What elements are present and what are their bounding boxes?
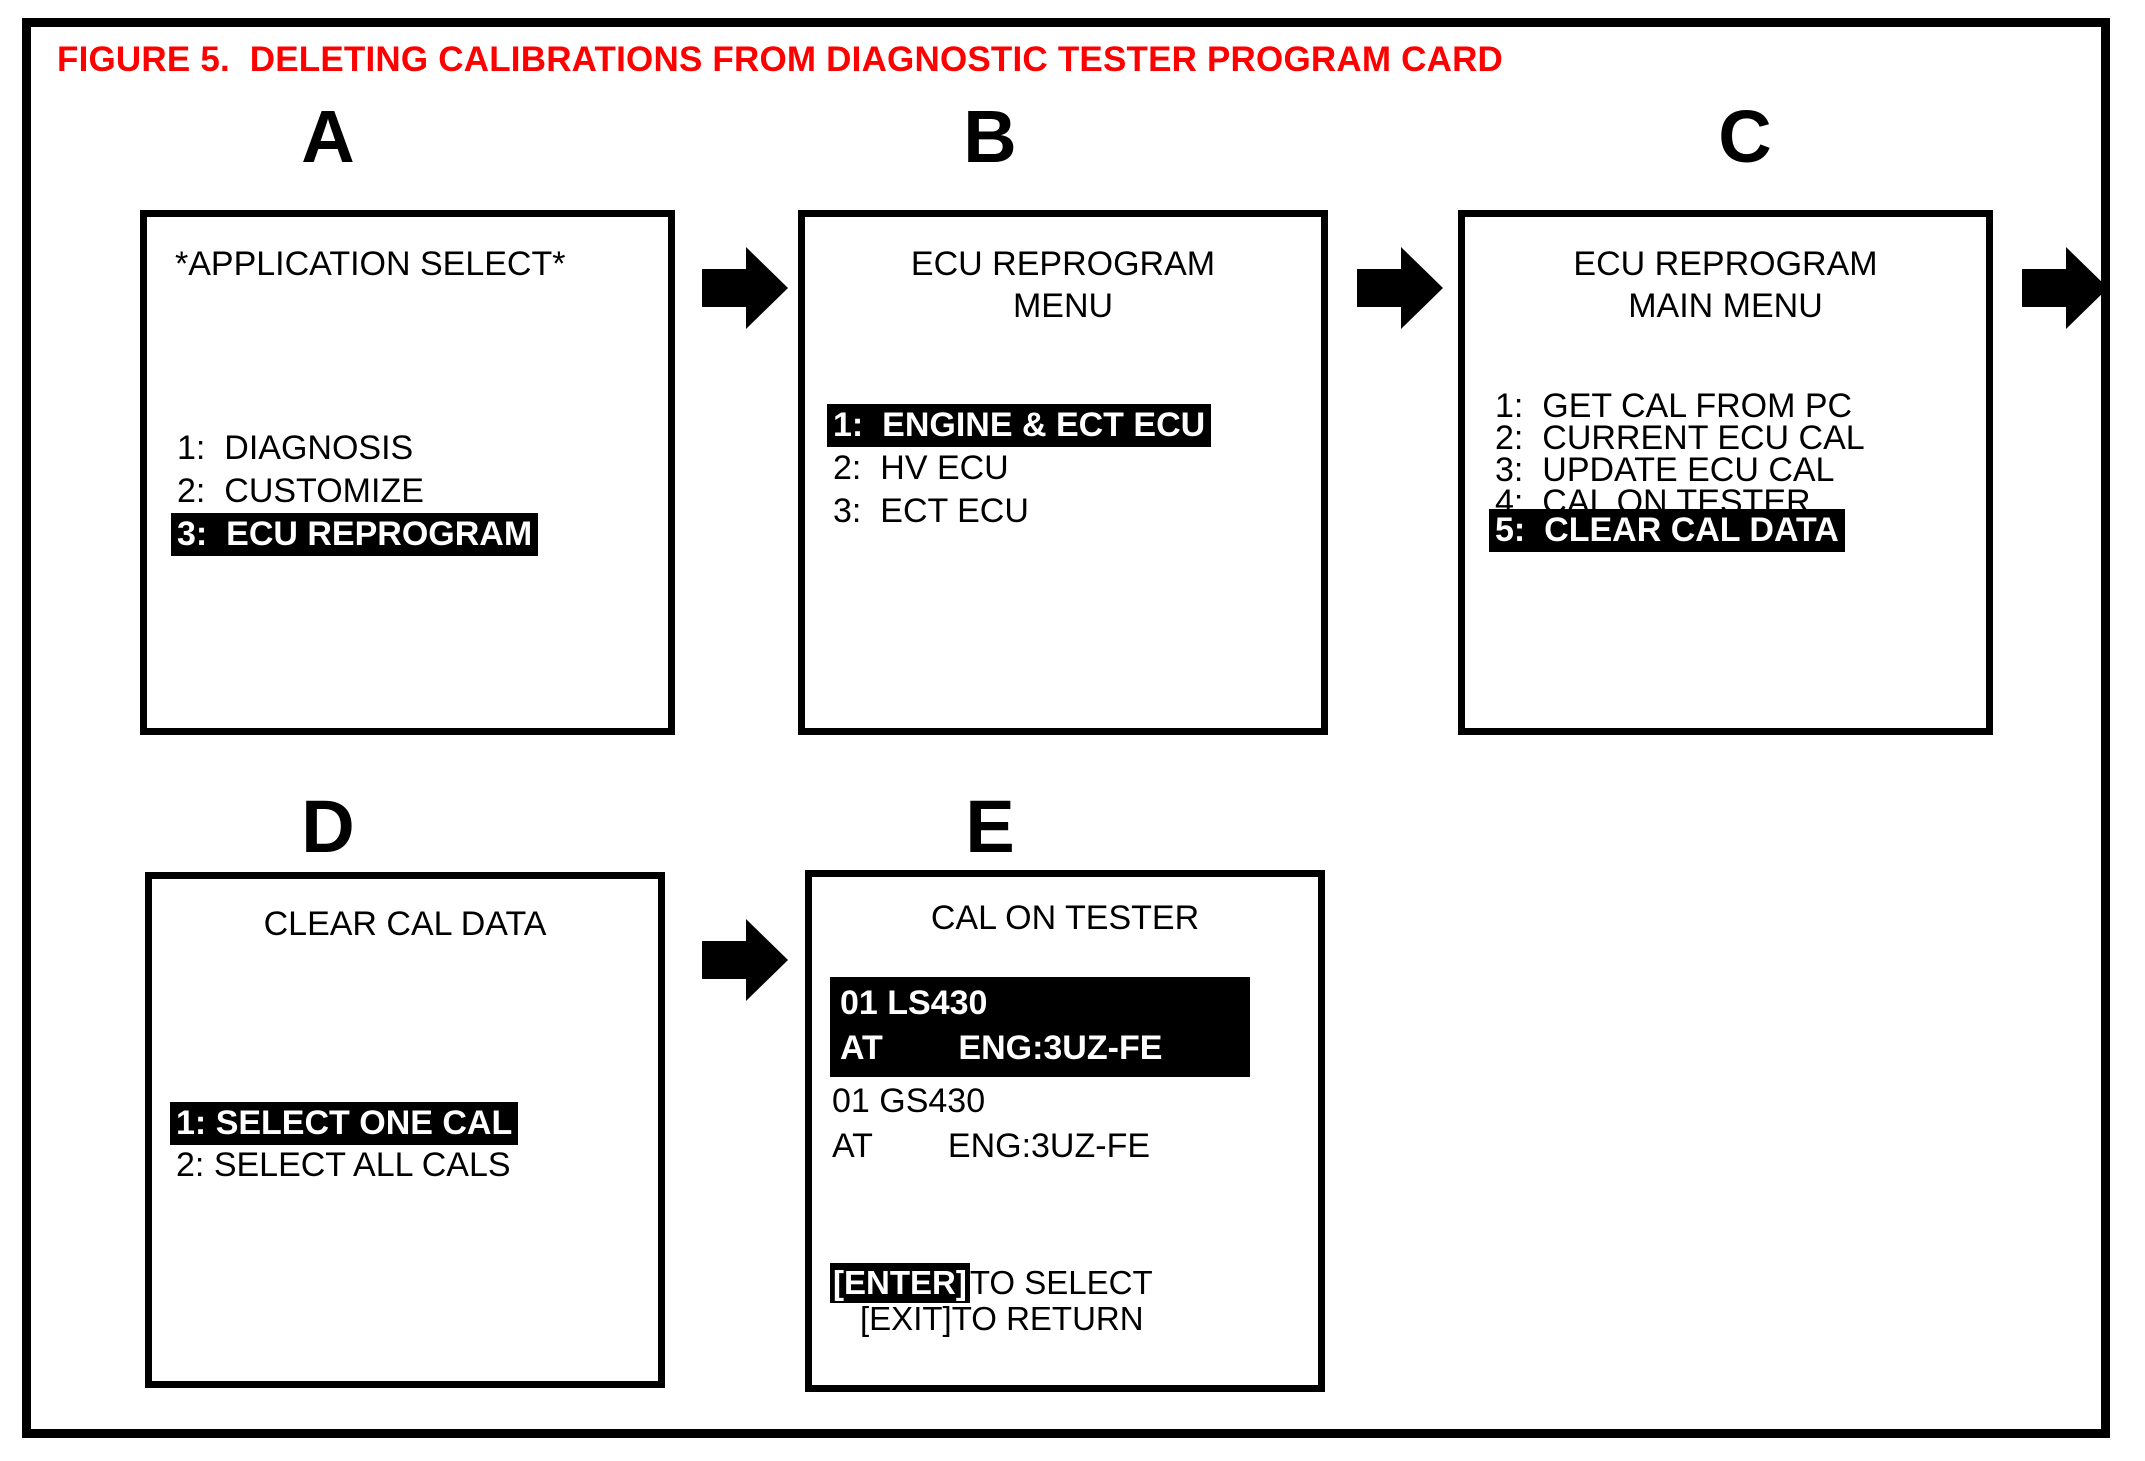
panel-b-item-2-spacer [861,449,880,487]
panel-b-item-3[interactable]: 3: ECT ECU [833,492,1029,530]
panel-c-title-line1: ECU REPROGRAM [1573,245,1878,283]
panel-e-cal-entry-1[interactable]: 01 LS430 AT ENG:3UZ-FE [830,977,1250,1077]
panel-a-item-2[interactable]: 2: CUSTOMIZE [177,472,424,510]
panel-d-item-2-label: SELECT ALL CALS [213,1146,511,1184]
panel-e-cal-entry-1-line1: 01 LS430 [840,984,988,1022]
arrow-b-to-c [1355,243,1445,333]
panel-c-item-1-index: 1: [1495,387,1524,425]
panel-c-title-line2: MAIN MENU [1628,287,1823,325]
panel-b-title-line2: MENU [1012,287,1114,325]
panel-e-title: CAL ON TESTER [930,899,1200,937]
panel-e-cal-entry-2-line2: AT ENG:3UZ-FE [832,1124,1252,1169]
panel-e-cal-entry-1-engine: ENG:3UZ-FE [958,1029,1163,1067]
panel-e-cal-entry-2-gap [872,1127,948,1165]
panel-a-item-1-label: DIAGNOSIS [224,429,414,467]
panel-c-item-2-index: 2: [1495,419,1524,457]
panel-e-cal-entry-2-trans: AT [832,1127,873,1165]
panel-c-item-2-label: CURRENT ECU CAL [1542,419,1865,457]
panel-letter-a: A [301,95,355,178]
panel-e-cal-entry-1-gap [883,1029,959,1067]
panel-a-item-1-index: 1: [177,429,206,467]
panel-b-item-1[interactable]: 1: ENGINE & ECT ECU [827,404,1212,447]
panel-c-item-3-index: 3: [1495,451,1524,489]
panel-e-cal-entry-2-line1: 01 GS430 [832,1082,986,1120]
enter-key-chip[interactable]: [ENTER] [830,1263,970,1303]
panel-c-item-5[interactable]: 5: CLEAR CAL DATA [1489,509,1845,552]
exit-key-chip[interactable]: [EXIT] [860,1300,952,1337]
panel-c-item-1-label: GET CAL FROM PC [1542,387,1853,425]
panel-letter-b: B [963,95,1017,178]
panel-a-item-1[interactable]: 1: DIAGNOSIS [177,429,413,467]
panel-e-footer-enter: [ENTER]TO SELECT [830,1263,1153,1303]
panel-b-item-3-index: 3: [833,492,862,530]
panel-d-screen: CLEAR CAL DATA 1: SELECT ONE CAL 2: SELE… [145,872,665,1388]
panel-a-item-3-spacer [207,515,226,553]
panel-d-item-1-spacer [206,1104,215,1142]
panel-a-item-2-spacer [205,472,224,510]
panel-b-item-2[interactable]: 2: HV ECU [833,449,1009,487]
panel-d-item-2-spacer [204,1146,213,1184]
panel-e-screen: CAL ON TESTER 01 LS430 AT ENG:3UZ-FE 01 … [805,870,1325,1392]
panel-e-footer-enter-text: TO SELECT [969,1264,1153,1301]
panel-d-item-2[interactable]: 2: SELECT ALL CALS [176,1146,511,1184]
panel-e-cal-entry-2-engine: ENG:3UZ-FE [947,1127,1151,1165]
panel-a-item-3-label: ECU REPROGRAM [226,515,533,553]
panel-a-screen: *APPLICATION SELECT* 1: DIAGNOSIS 2: CUS… [140,210,675,735]
panel-c-screen: ECU REPROGRAM MAIN MENU 1: GET CAL FROM … [1458,210,1993,735]
panel-c-item-3-label: UPDATE ECU CAL [1542,451,1835,489]
panel-b-item-3-label: ECT ECU [880,492,1029,530]
panel-a-item-2-index: 2: [177,472,206,510]
panel-a-title: *APPLICATION SELECT* [175,245,566,283]
panel-d-item-1-index: 1: [176,1104,207,1142]
panel-c-item-2[interactable]: 2: CURRENT ECU CAL [1495,419,1865,457]
arrow-a-to-b [700,243,790,333]
figure-title: FIGURE 5. DELETING CALIBRATIONS FROM DIA… [57,40,1504,79]
panel-d-item-2-index: 2: [176,1146,205,1184]
panel-e-cal-entry-1-line2: AT ENG:3UZ-FE [830,1026,1250,1071]
panel-d-title: CLEAR CAL DATA [263,905,547,943]
panel-b-item-1-spacer [863,406,882,444]
panel-letter-c: C [1718,95,1772,178]
panel-b-item-1-label: ENGINE & ECT ECU [882,406,1206,444]
panel-b-screen: ECU REPROGRAM MENU 1: ENGINE & ECT ECU 2… [798,210,1328,735]
panel-b-item-2-label: HV ECU [880,449,1009,487]
panel-e-cal-entry-1-trans: AT [840,1029,883,1067]
panel-c-item-5-spacer [1525,511,1544,549]
panel-c-item-3[interactable]: 3: UPDATE ECU CAL [1495,451,1834,489]
panel-c-item-5-label: CLEAR CAL DATA [1544,511,1839,549]
panel-e-footer-exit: [EXIT]TO RETURN [860,1301,1144,1337]
panel-d-item-1-label: SELECT ONE CAL [215,1104,513,1142]
panel-b-item-1-index: 1: [833,406,864,444]
panel-b-item-2-index: 2: [833,449,862,487]
panel-b-title-line1: ECU REPROGRAM [910,245,1216,283]
panel-a-item-1-spacer [205,429,224,467]
arrow-c-to-d [2020,243,2110,333]
arrow-d-to-e [700,915,790,1005]
panel-e-footer-exit-text: TO RETURN [951,1300,1144,1337]
panel-b-item-3-spacer [861,492,880,530]
panel-a-item-2-label: CUSTOMIZE [224,472,424,510]
panel-a-item-3-index: 3: [177,515,208,553]
panel-letter-d: D [301,785,355,868]
panel-c-item-5-index: 5: [1495,511,1526,549]
panel-c-item-1[interactable]: 1: GET CAL FROM PC [1495,387,1852,425]
panel-a-item-3[interactable]: 3: ECU REPROGRAM [171,513,539,556]
panel-d-item-1[interactable]: 1: SELECT ONE CAL [170,1102,519,1145]
panel-letter-e: E [965,785,1015,868]
panel-e-cal-entry-2[interactable]: 01 GS430 AT ENG:3UZ-FE [832,1079,1252,1169]
